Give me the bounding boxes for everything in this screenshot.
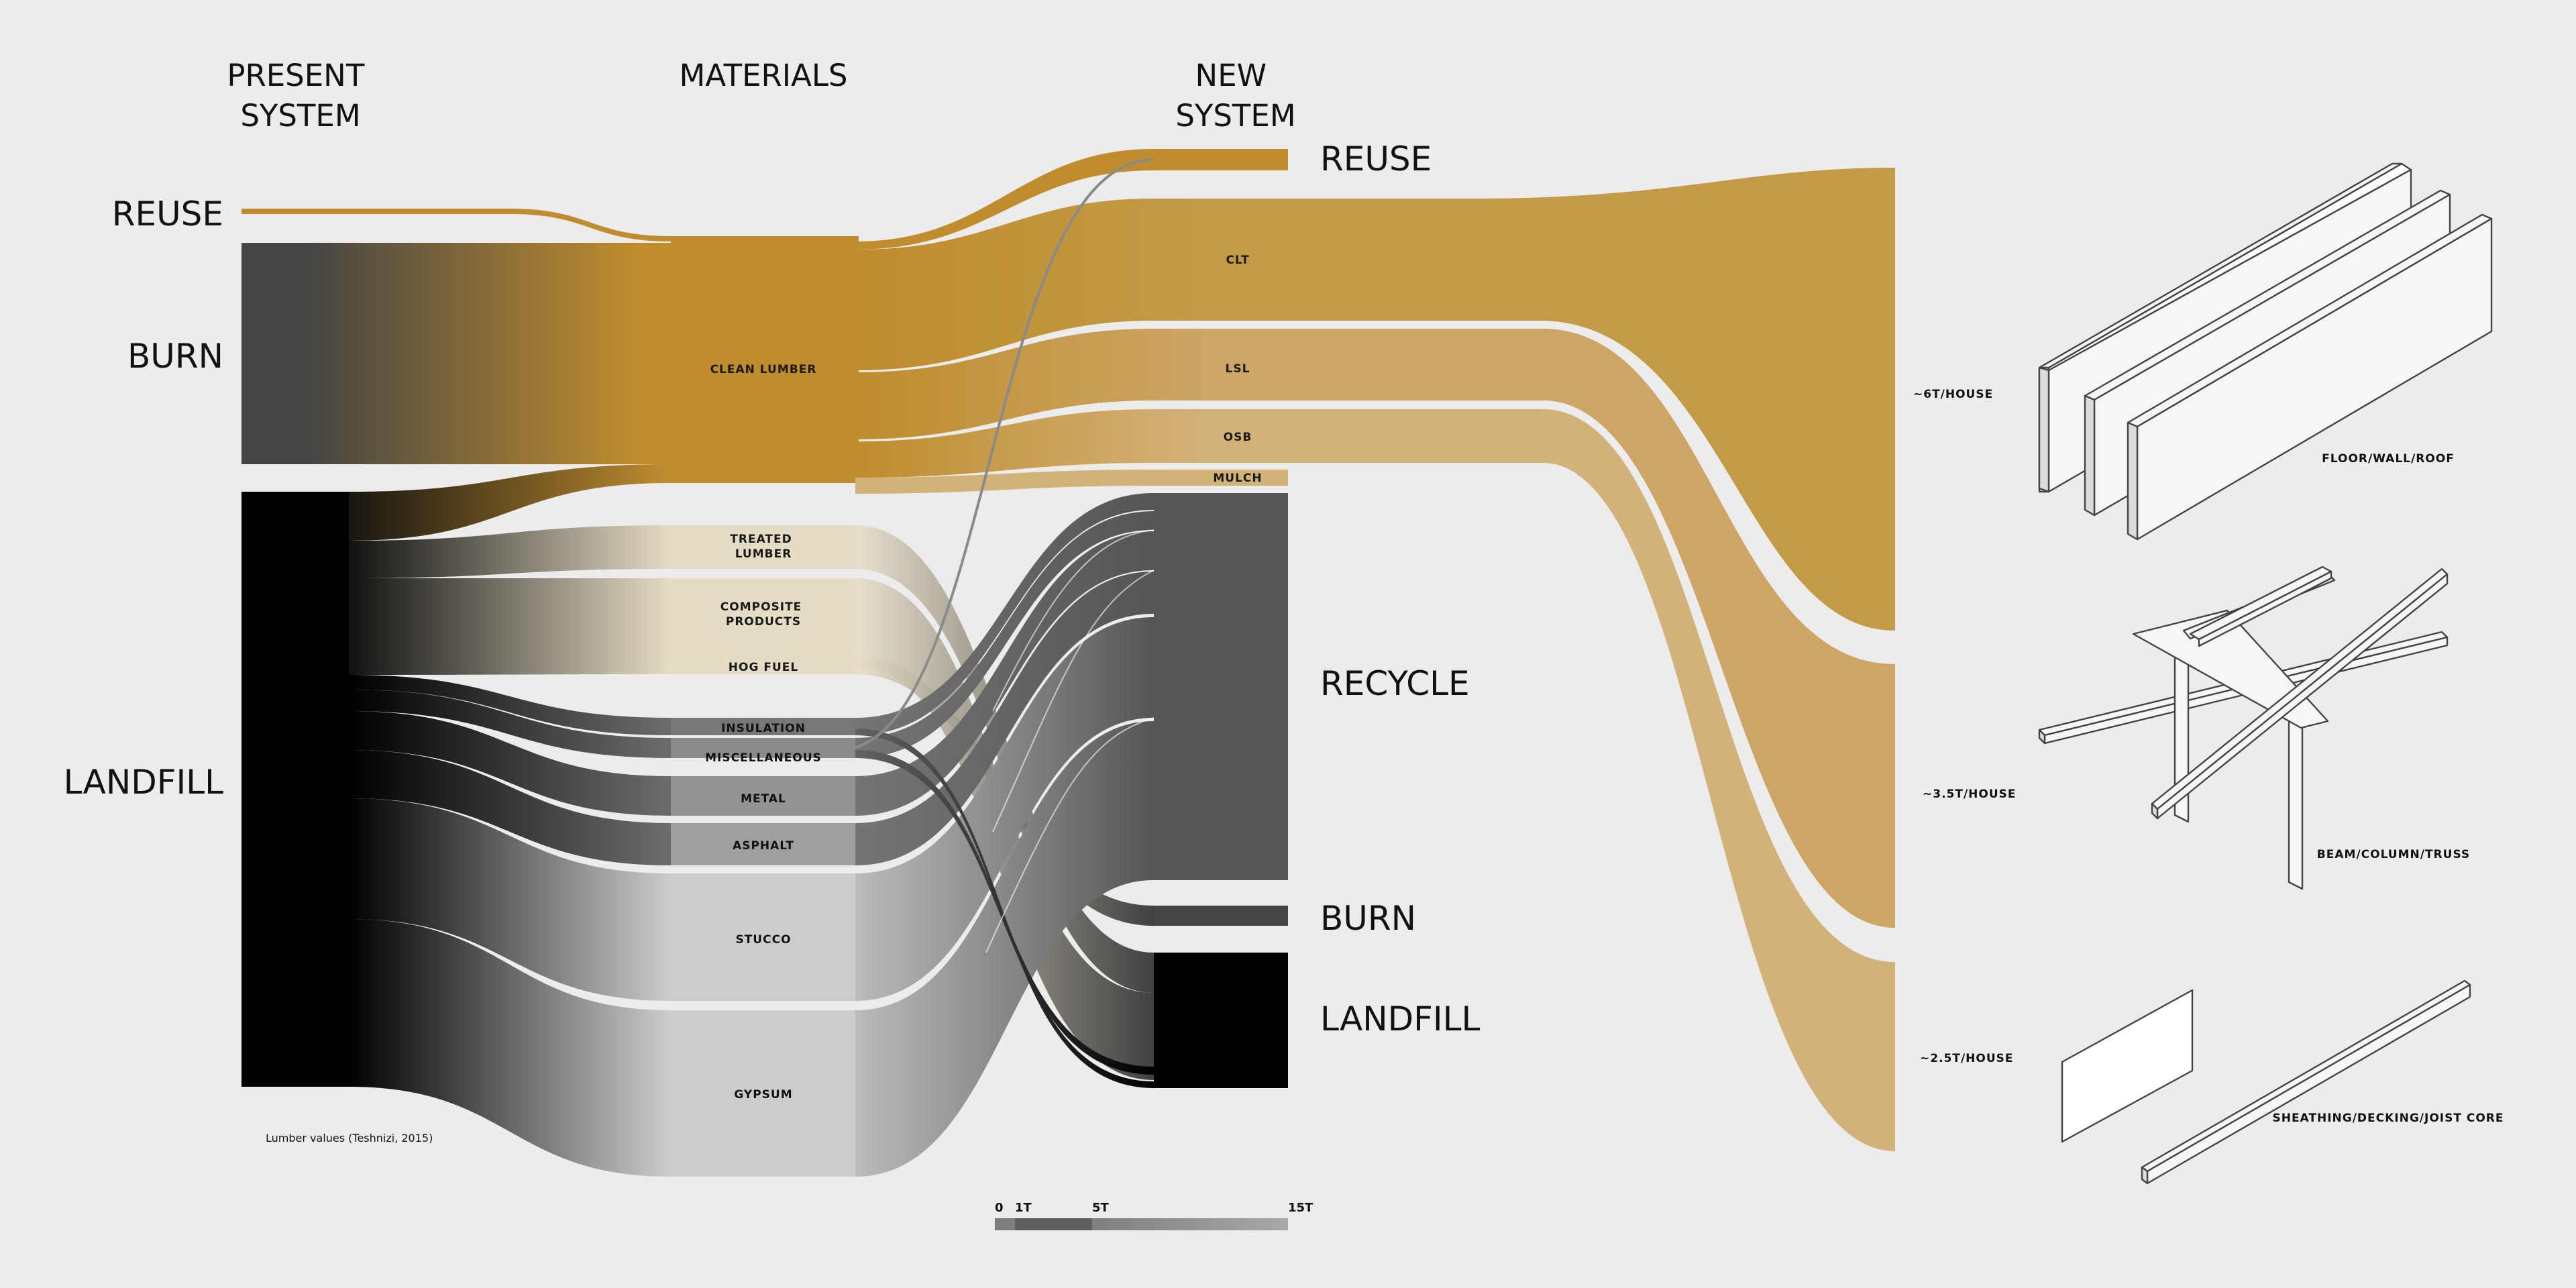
flow-osb-to-sheathing bbox=[1288, 409, 1895, 1151]
material-labels: CLEAN LUMBER TREATED LUMBER COMPOSITE PR… bbox=[705, 363, 822, 1102]
product-labels: CLT LSL OSB MULCH bbox=[1213, 254, 1262, 485]
node-stucco bbox=[671, 873, 855, 1001]
node-gypsum bbox=[671, 1010, 855, 1177]
landfill-source-bar bbox=[241, 492, 349, 1087]
panel-3 bbox=[2127, 213, 2493, 541]
scale-bar-0-1 bbox=[995, 1218, 1015, 1230]
label-mulch: MULCH bbox=[1213, 472, 1262, 485]
node-composite-products bbox=[671, 578, 855, 667]
label-composite-products: COMPOSITE PRODUCTS bbox=[720, 600, 806, 629]
new-system-nodes bbox=[1154, 149, 1288, 1088]
scale-bar-1-5 bbox=[1015, 1218, 1092, 1230]
flow-landfill-to-asphalt bbox=[349, 750, 671, 865]
panels-illustration bbox=[2038, 162, 2493, 541]
node-new-burn bbox=[1154, 906, 1288, 926]
label-right-recycle: RECYCLE bbox=[1320, 664, 1470, 703]
amount-sheathing: ~2.5T/HOUSE bbox=[1920, 1052, 2014, 1065]
scale-legend: 0 1T 5T 15T bbox=[995, 1201, 1313, 1230]
flow-insulation-to-recycle bbox=[855, 493, 1154, 735]
right-labels: REUSE RECYCLE BURN LANDFILL bbox=[1320, 140, 1480, 1038]
label-hog-fuel: HOG FUEL bbox=[729, 661, 798, 674]
flow-burn-to-clean-lumber bbox=[241, 243, 671, 464]
node-new-reuse bbox=[1154, 149, 1288, 170]
label-lsl: LSL bbox=[1226, 362, 1250, 376]
label-right-burn: BURN bbox=[1320, 899, 1416, 938]
header-materials: MATERIALS bbox=[680, 58, 848, 93]
label-clean-lumber: CLEAN LUMBER bbox=[710, 363, 817, 376]
node-metal bbox=[671, 776, 855, 816]
scale-bar-5-15 bbox=[1092, 1218, 1288, 1230]
flow-landfill-to-miscellaneous bbox=[349, 690, 671, 758]
label-treated-lumber: TREATED LUMBER bbox=[730, 533, 796, 561]
flows-left bbox=[241, 209, 859, 1177]
product-sheathing: SHEATHING/DECKING/JOIST CORE bbox=[2272, 1112, 2504, 1125]
node-clean-lumber bbox=[671, 236, 859, 483]
flow-clean-lumber-to-clt bbox=[855, 199, 1288, 370]
node-asphalt bbox=[671, 823, 855, 865]
label-insulation: INSULATION bbox=[721, 722, 806, 735]
flow-landfill-to-metal bbox=[349, 711, 671, 816]
header-new: NEW SYSTEM bbox=[1175, 58, 1295, 133]
label-left-landfill: LANDFILL bbox=[64, 763, 223, 802]
flow-gypsum-to-recycle bbox=[855, 721, 1154, 1177]
flow-clean-lumber-to-lsl bbox=[855, 329, 1288, 439]
flow-landfill-to-gypsum bbox=[349, 919, 671, 1177]
flow-metal-to-recycle bbox=[855, 531, 1154, 816]
product-beam-column-truss: BEAM/COLUMN/TRUSS bbox=[2317, 848, 2470, 861]
label-right-reuse: REUSE bbox=[1320, 140, 1432, 178]
output-amounts: ~6T/HOUSE ~3.5T/HOUSE ~2.5T/HOUSE bbox=[1913, 388, 2017, 1065]
flow-misc-to-reuse-line bbox=[838, 158, 1155, 751]
node-miscellaneous bbox=[671, 738, 855, 758]
label-left-reuse: REUSE bbox=[112, 195, 223, 233]
label-left-burn: BURN bbox=[127, 337, 223, 376]
flow-clt-to-floor-wall-roof bbox=[1288, 168, 1895, 631]
material-nodes bbox=[671, 236, 859, 1177]
node-hog-fuel bbox=[671, 657, 855, 674]
label-osb: OSB bbox=[1224, 431, 1252, 444]
flow-landfill-to-stucco bbox=[349, 798, 671, 1001]
amount-beam-column-truss: ~3.5T/HOUSE bbox=[1923, 788, 2017, 801]
left-labels: REUSE BURN LANDFILL bbox=[64, 195, 223, 802]
label-clt: CLT bbox=[1226, 254, 1249, 267]
flow-asphalt-to-recycle bbox=[855, 572, 1154, 865]
flow-landfill-to-insulation bbox=[349, 675, 671, 735]
flow-landfill-to-composite-products bbox=[349, 578, 671, 667]
label-metal: METAL bbox=[741, 792, 786, 806]
flow-stucco-to-recycle bbox=[855, 617, 1154, 1001]
scale-tick-0: 0 bbox=[995, 1201, 1004, 1215]
node-insulation bbox=[671, 718, 855, 735]
flow-landfill-to-hog-fuel bbox=[349, 657, 671, 675]
output-flows bbox=[1288, 168, 1895, 1151]
scale-tick-1t: 1T bbox=[1015, 1201, 1032, 1215]
node-treated-lumber bbox=[671, 525, 855, 569]
column-headers: PRESENT SYSTEM MATERIALS NEW SYSTEM bbox=[227, 58, 1295, 133]
amount-floor-wall-roof: ~6T/HOUSE bbox=[1913, 388, 1993, 401]
product-floor-wall-roof: FLOOR/WALL/ROOF bbox=[2322, 452, 2455, 466]
label-gypsum: GYPSUM bbox=[734, 1088, 792, 1102]
flow-clean-lumber-to-mulch bbox=[855, 470, 1288, 494]
node-new-landfill bbox=[1154, 953, 1288, 1088]
flows-right bbox=[838, 149, 1288, 1177]
scale-tick-5t: 5T bbox=[1092, 1201, 1110, 1215]
header-present: PRESENT SYSTEM bbox=[227, 58, 374, 133]
source-note: Lumber values (Teshnizi, 2015) bbox=[266, 1132, 433, 1144]
flow-clean-lumber-to-osb bbox=[855, 409, 1288, 478]
recycle-separator-lines bbox=[985, 529, 1155, 953]
sheathing-illustration bbox=[2061, 979, 2471, 1185]
beam-column-illustration bbox=[2038, 566, 2449, 890]
label-stucco: STUCCO bbox=[735, 933, 791, 947]
flow-landfill-to-treated-lumber bbox=[349, 525, 671, 578]
label-right-landfill: LANDFILL bbox=[1320, 1000, 1480, 1038]
flow-clean-lumber-to-reuse bbox=[855, 149, 1288, 250]
flow-lsl-to-beam-column-truss bbox=[1288, 329, 1895, 928]
label-asphalt: ASPHALT bbox=[733, 839, 794, 853]
flow-landfill-to-clean-lumber bbox=[349, 464, 859, 541]
label-miscellaneous: MISCELLANEOUS bbox=[705, 751, 822, 765]
scale-tick-15t: 15T bbox=[1288, 1201, 1313, 1215]
flow-miscellaneous-to-recycle bbox=[855, 511, 1154, 758]
node-new-recycle bbox=[1154, 493, 1288, 880]
